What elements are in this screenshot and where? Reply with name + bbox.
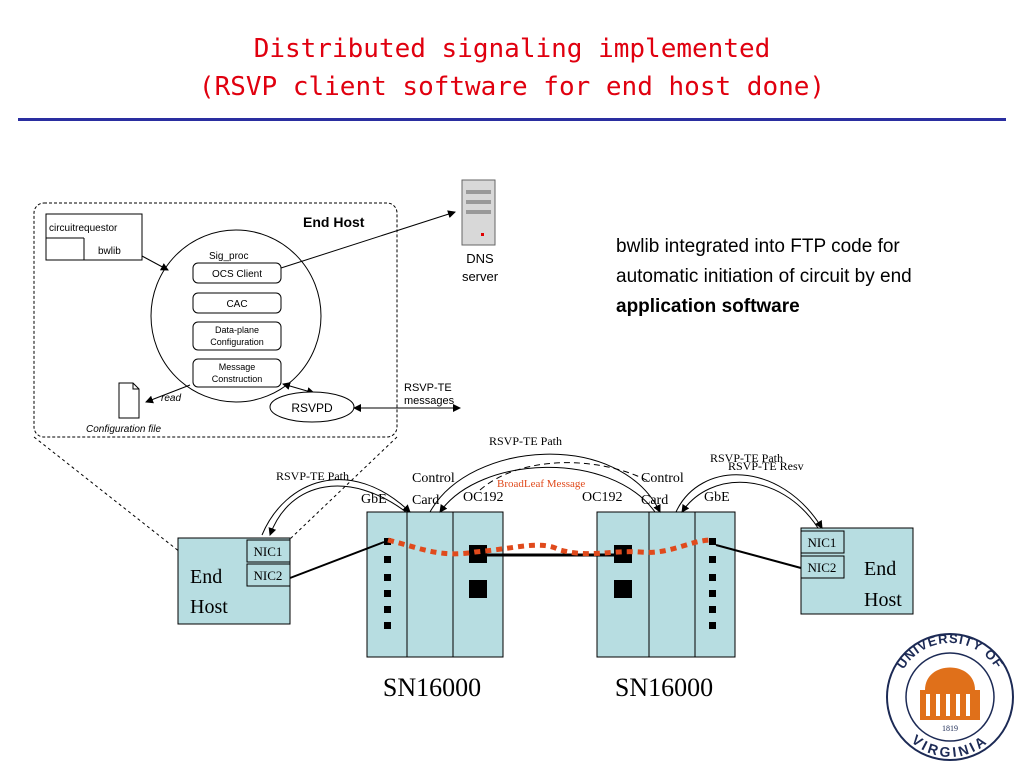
seal-year: 1819 [942,724,958,733]
title-underline [18,118,1006,121]
left-nic2-label: NIC2 [254,568,283,583]
right-nic1-label: NIC1 [808,535,837,550]
left-end-host: NIC1 NIC2 End Host [177,537,291,625]
left-link [289,541,385,579]
right-end-host: NIC1 NIC2 End Host [800,527,914,615]
right-switch: SN16000 [596,511,736,702]
rsvp-path-left-label: RSVP-TE Path [276,469,349,483]
left-nic1-box [246,539,291,563]
end-host-detail-title: End Host [303,214,365,230]
right-nic1-box [800,530,845,554]
message-construction-box [192,358,282,388]
dns-label-1: DNS [466,251,494,266]
slide-title-line2: (RSVP client software for end host done) [198,72,826,102]
rsvp-te-label-1: RSVP-TE [404,382,452,394]
right-gbe-label: GbE [704,490,730,505]
message-label-1: Message [219,362,256,372]
right-control-label-1: Control [641,471,684,486]
cac-box [192,292,282,314]
left-switch-label: SN16000 [383,673,481,702]
rsvp-te-label-2: messages [404,395,455,407]
cac-label: CAC [226,299,247,310]
left-gbe-label: GbE [361,492,387,507]
right-nic2-label: NIC2 [808,560,837,575]
left-control-label-1: Control [412,471,455,486]
bwlib-label: bwlib [98,246,121,257]
right-host-label-2: Host [864,589,902,611]
circuitrequestor-box [45,213,143,261]
university-seal: UNIVERSITY OF VIRGINIA 1819 [886,631,1014,761]
dataplane-box [192,321,282,351]
description-text: bwlib integrated into FTP code for autom… [616,232,976,322]
broadleaf-label: BroadLeaf Message [497,478,585,490]
right-link [715,544,802,569]
dataplane-label-1: Data-plane [215,325,259,335]
rsvp-path-top-label: RSVP-TE Path [489,434,562,448]
end-host-detail: End Host circuitrequestor bwlib Sig_proc… [33,202,461,438]
right-oc192-label: OC192 [582,490,622,505]
config-file-icon [118,382,140,419]
description-bold: application software [616,296,800,317]
circuitrequestor-label: circuitrequestor [49,223,118,234]
left-oc192-label: OC192 [463,490,503,505]
left-control-label-2: Card [412,493,439,508]
left-host-label-2: Host [190,596,228,618]
dns-label-2: server [462,269,499,284]
rsvp-resv-right-label: RSVP-TE Resv [728,459,804,473]
left-host-label-1: End [190,566,222,588]
right-host-label-1: End [864,558,896,580]
left-nic1-label: NIC1 [254,544,283,559]
message-label-2: Construction [212,374,263,384]
data-path [387,537,713,557]
right-switch-label: SN16000 [615,673,713,702]
config-file-label: Configuration file [86,424,161,435]
read-label: read [161,393,181,404]
dataplane-label-2: Configuration [210,337,264,347]
ocs-client-box [192,262,282,284]
rsvp-path-right-label: RSVP-TE Path [710,451,783,465]
left-switch: SN16000 [366,511,504,702]
ocs-client-label: OCS Client [212,269,262,280]
dns-server: DNS server [461,179,499,284]
left-nic2-box [246,563,291,587]
sig-proc-label: Sig_proc [209,251,248,262]
rotunda-dome [925,667,975,690]
description-prefix: bwlib integrated into FTP code for autom… [616,236,912,287]
rsvpd-label: RSVPD [291,401,333,415]
slide-title-line1: Distributed signaling implemented [253,34,771,64]
right-control-label-2: Card [641,493,668,508]
